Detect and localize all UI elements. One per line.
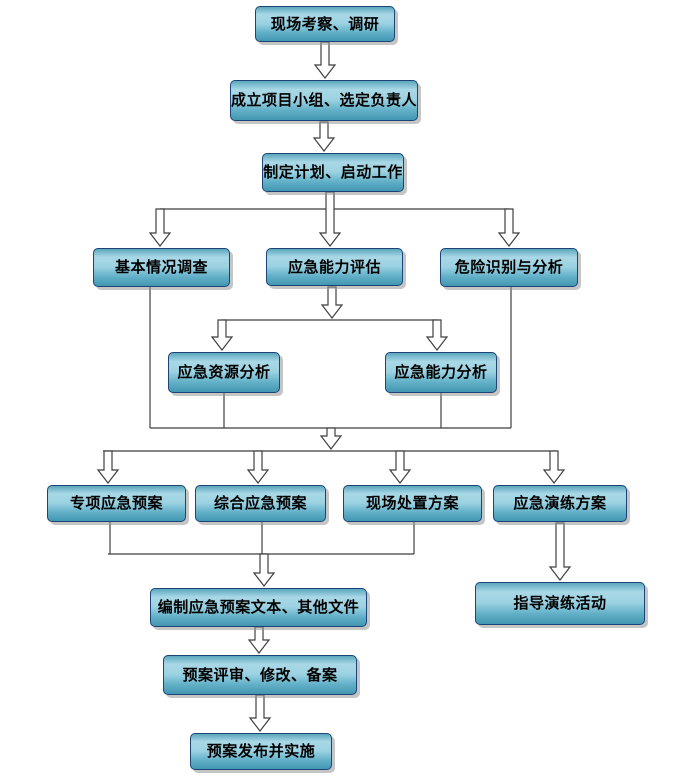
down-arrow-icon: [148, 208, 172, 247]
flow-node-site-survey: 现场考察、调研: [255, 6, 395, 42]
flow-node-capability-analysis: 应急能力分析: [385, 352, 497, 393]
flow-node-label: 危险识别与分析: [454, 258, 564, 276]
flow-node-label: 制定计划、启动工作: [263, 163, 403, 181]
flow-node-plan-publish: 预案发布并实施: [190, 733, 332, 770]
flow-node-comprehensive-plan: 综合应急预案: [195, 485, 326, 522]
flow-node-hazard-analysis: 危险识别与分析: [440, 248, 578, 287]
down-arrow-icon: [320, 286, 344, 319]
down-arrow-icon: [247, 626, 271, 654]
flow-node-compile-documents: 编制应急预案文本、其他文件: [150, 588, 367, 627]
down-arrow-icon: [319, 427, 343, 450]
flow-node-label: 现场考察、调研: [270, 14, 380, 33]
down-arrow-icon: [96, 450, 120, 484]
flow-node-label: 成立项目小组、选定负责人: [231, 91, 418, 109]
flow-node-label: 预案评审、修改、备案: [182, 665, 338, 684]
flow-node-special-plan: 专项应急预案: [47, 485, 186, 522]
flow-node-make-plan: 制定计划、启动工作: [262, 153, 404, 192]
flow-node-label: 现场处置方案: [365, 494, 459, 512]
flow-node-label: 应急能力评估: [287, 257, 381, 276]
flow-node-label: 预案发布并实施: [206, 742, 316, 760]
flow-node-label: 编制应急预案文本、其他文件: [157, 598, 360, 616]
flow-node-label: 基本情况调查: [114, 258, 208, 276]
flow-node-drill-plan: 应急演练方案: [493, 485, 627, 522]
flow-node-basic-survey: 基本情况调查: [93, 248, 230, 287]
flow-node-capability-eval: 应急能力评估: [266, 248, 403, 286]
down-arrow-icon: [388, 450, 412, 484]
down-arrow-icon: [497, 208, 521, 247]
down-arrow-icon: [548, 522, 572, 581]
down-arrow-icon: [312, 121, 336, 152]
down-arrow-icon: [318, 191, 342, 247]
flow-node-guide-drill: 指导演练活动: [475, 582, 645, 625]
down-arrow-icon: [248, 694, 272, 732]
flow-node-form-team: 成立项目小组、选定负责人: [230, 80, 418, 121]
flow-node-label: 综合应急预案: [213, 494, 307, 512]
down-arrow-icon: [542, 450, 566, 484]
down-arrow-icon: [313, 41, 337, 79]
flow-node-label: 指导演练活动: [513, 594, 607, 612]
flow-node-resource-analysis: 应急资源分析: [168, 352, 280, 393]
down-arrow-icon: [210, 319, 234, 351]
flow-node-onsite-plan: 现场处置方案: [343, 485, 482, 522]
down-arrow-icon: [246, 450, 270, 484]
flow-node-label: 应急演练方案: [513, 494, 607, 512]
down-arrow-icon: [252, 553, 276, 587]
flow-node-label: 应急能力分析: [394, 363, 488, 381]
flow-node-label: 专项应急预案: [69, 494, 163, 512]
down-arrow-icon: [425, 319, 449, 351]
flow-node-label: 应急资源分析: [177, 363, 271, 381]
flow-node-plan-review: 预案评审、修改、备案: [163, 655, 357, 695]
